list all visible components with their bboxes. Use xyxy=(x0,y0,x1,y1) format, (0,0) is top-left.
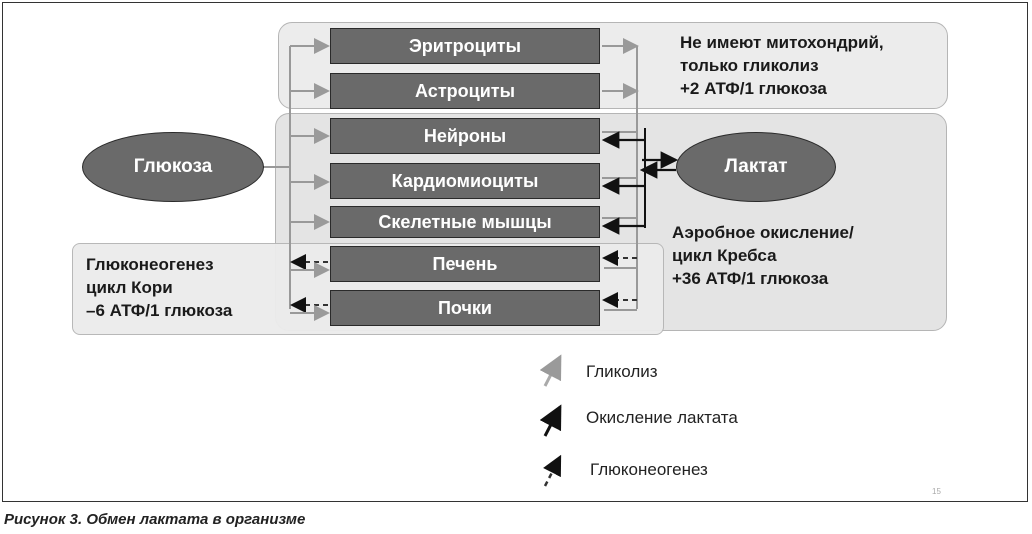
lactate-node: Лактат xyxy=(676,132,836,202)
organ-kidneys: Почки xyxy=(330,290,600,326)
note-aerobic-line-3: +36 АТФ/1 глюкоза xyxy=(672,268,829,288)
figure-caption: Рисунок 3. Обмен лактата в организме xyxy=(4,511,306,528)
organ-cardiomyocytes: Кардиомиоциты xyxy=(330,163,600,199)
note-aerobic-line-1: Аэробное окисление/ xyxy=(672,223,854,242)
organ-skeletal-muscle: Скелетные мышцы xyxy=(330,206,600,238)
note-gluconeogenesis: Глюконеогенез цикл Кори –6 АТФ/1 глюкоза xyxy=(86,254,232,323)
note-glycolysis-only: Не имеют митохондрий, только гликолиз +2… xyxy=(680,32,884,101)
legend-glycolysis-label: Гликолиз xyxy=(586,362,658,381)
note-gluconeo-line-3: –6 АТФ/1 глюкоза xyxy=(86,300,233,320)
legend-lactate-oxidation-label: Окисление лактата xyxy=(586,408,738,427)
note-aerobic-line-2: цикл Кребса xyxy=(672,245,777,265)
organ-neurons: Нейроны xyxy=(330,118,600,154)
organ-liver: Печень xyxy=(330,246,600,282)
note-glycolysis-line-2: только гликолиз xyxy=(680,55,819,75)
organ-erythrocytes: Эритроциты xyxy=(330,28,600,64)
note-glycolysis-line-1: Не имеют митохондрий, xyxy=(680,33,884,52)
page-number: 15 xyxy=(932,487,941,496)
organ-astrocytes: Астроциты xyxy=(330,73,600,109)
legend-gluconeogenesis-label: Глюконеогенез xyxy=(590,460,708,479)
note-gluconeo-line-1: Глюконеогенез xyxy=(86,255,214,274)
note-glycolysis-line-3: +2 АТФ/1 глюкоза xyxy=(680,78,827,98)
note-aerobic-oxidation: Аэробное окисление/ цикл Кребса +36 АТФ/… xyxy=(672,222,854,291)
note-gluconeo-line-2: цикл Кори xyxy=(86,277,173,297)
glucose-node: Глюкоза xyxy=(82,132,264,202)
